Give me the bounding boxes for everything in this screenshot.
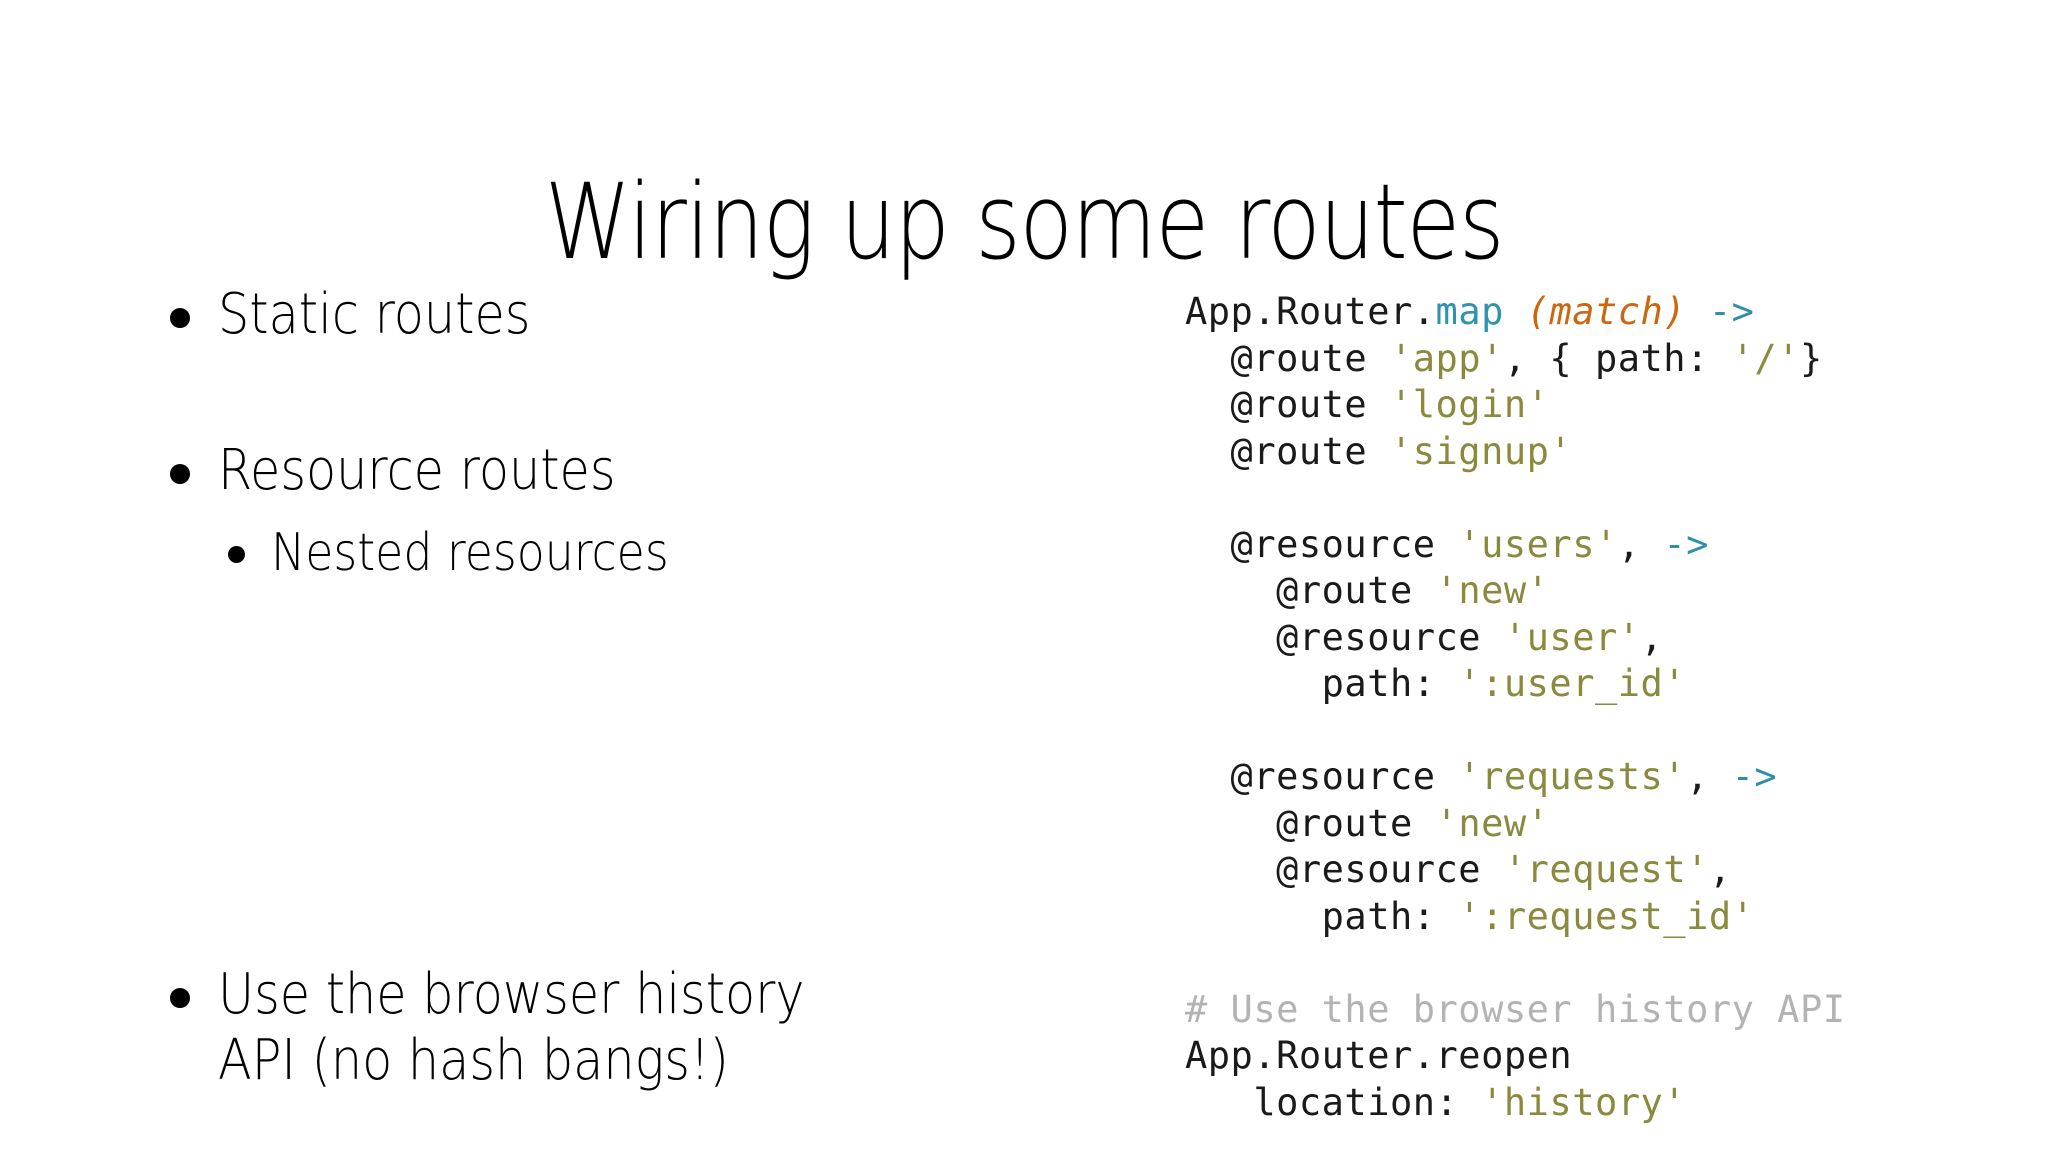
code-token-string: 'user' [1503, 615, 1641, 659]
list-item-label: Nested resources [271, 523, 669, 583]
bullet-dot-icon [170, 464, 190, 484]
list-item-browser-history: Use the browser history API (no hash ban… [170, 962, 885, 1094]
code-line: @resource 'requests', -> [1185, 754, 1846, 801]
code-token-arrow: -> [1731, 755, 1778, 798]
code-token-arrow: -> [1708, 290, 1755, 333]
code-line: path: ':user_id' [1185, 661, 1846, 708]
code-line [1185, 940, 1846, 987]
code-line: @resource 'request', [1185, 847, 1846, 894]
code-token-plain: @resource [1185, 848, 1504, 891]
code-token-plain: , [1640, 615, 1664, 659]
page-title: Wiring up some routes [544, 160, 1505, 283]
code-token-plain: @resource [1185, 755, 1459, 798]
code-token-plain: location: [1185, 1080, 1482, 1124]
code-line: # Use the browser history API [1185, 987, 1846, 1034]
code-line: @route 'app', { path: '/'} [1185, 336, 1846, 383]
code-token-plain: } [1799, 336, 1823, 380]
code-token-plain: path: [1185, 662, 1459, 705]
code-token-comment: # Use the browser history API [1185, 987, 1846, 1031]
code-token-string: 'login' [1389, 383, 1550, 426]
code-token-plain: @route [1185, 801, 1436, 845]
code-line [1185, 708, 1846, 755]
code-token-plain [1686, 290, 1709, 333]
code-token-string: ':request_id' [1458, 894, 1755, 938]
code-token-plain: , { path: [1503, 336, 1732, 380]
code-token-plain: @route [1185, 383, 1390, 426]
code-token-plain: @route [1185, 569, 1436, 612]
bullet-dot-icon [170, 988, 190, 1008]
code-token-plain: , [1686, 755, 1732, 798]
code-line: @route 'signup' [1185, 429, 1846, 476]
code-line: @route 'new' [1185, 568, 1846, 615]
code-token-plain: , [1617, 522, 1664, 566]
code-block: App.Router.map (match) -> @route 'app', … [1185, 289, 1846, 1126]
list-item-static-routes: Static routes [170, 282, 573, 348]
code-line: path: ':request_id' [1185, 894, 1846, 941]
list-item-label: Static routes [218, 282, 531, 347]
code-token-function: map [1435, 290, 1504, 333]
code-line: @route 'new' [1185, 801, 1846, 848]
code-line: @route 'login' [1185, 382, 1846, 429]
code-line: App.Router.reopen [1185, 1033, 1846, 1080]
code-token-string: 'signup' [1389, 429, 1573, 473]
code-token-string: 'users' [1458, 522, 1618, 566]
code-token-plain: @resource [1185, 615, 1504, 659]
code-line: App.Router.map (match) -> [1185, 289, 1846, 336]
code-line: location: 'history' [1185, 1080, 1846, 1127]
code-token-plain: @route [1185, 429, 1390, 473]
code-token-string: 'history' [1481, 1080, 1687, 1124]
code-token-string: 'app' [1389, 336, 1504, 380]
code-line: @resource 'users', -> [1185, 522, 1846, 569]
code-token-string: 'new' [1435, 569, 1550, 612]
list-item-nested-resources: Nested resources [228, 522, 723, 584]
list-item-label: Resource routes [218, 438, 616, 503]
code-token-string: 'new' [1435, 801, 1550, 845]
code-token-plain: @resource [1185, 522, 1459, 566]
code-token-string: 'request' [1503, 848, 1709, 891]
code-token-plain: App.Router.reopen [1185, 1034, 1573, 1077]
code-token-plain [1504, 290, 1527, 333]
code-token-plain: @route [1185, 336, 1390, 380]
code-token-plain: App.Router. [1185, 290, 1436, 333]
code-line [1185, 475, 1846, 522]
code-token-string: '/' [1731, 336, 1800, 380]
code-token-string: ':user_id' [1458, 662, 1687, 705]
code-token-plain: path: [1185, 894, 1459, 938]
code-token-parameter: (match) [1526, 290, 1687, 333]
code-token-string: 'requests' [1458, 755, 1687, 798]
bullet-dot-icon [170, 308, 190, 328]
list-item-label: Use the browser history API (no hash ban… [218, 962, 805, 1093]
code-token-plain: , [1708, 848, 1732, 891]
code-token-arrow: -> [1663, 522, 1709, 566]
bullet-dot-icon [228, 546, 245, 563]
list-item-resource-routes: Resource routes [170, 438, 670, 504]
code-line: @resource 'user', [1185, 615, 1846, 662]
